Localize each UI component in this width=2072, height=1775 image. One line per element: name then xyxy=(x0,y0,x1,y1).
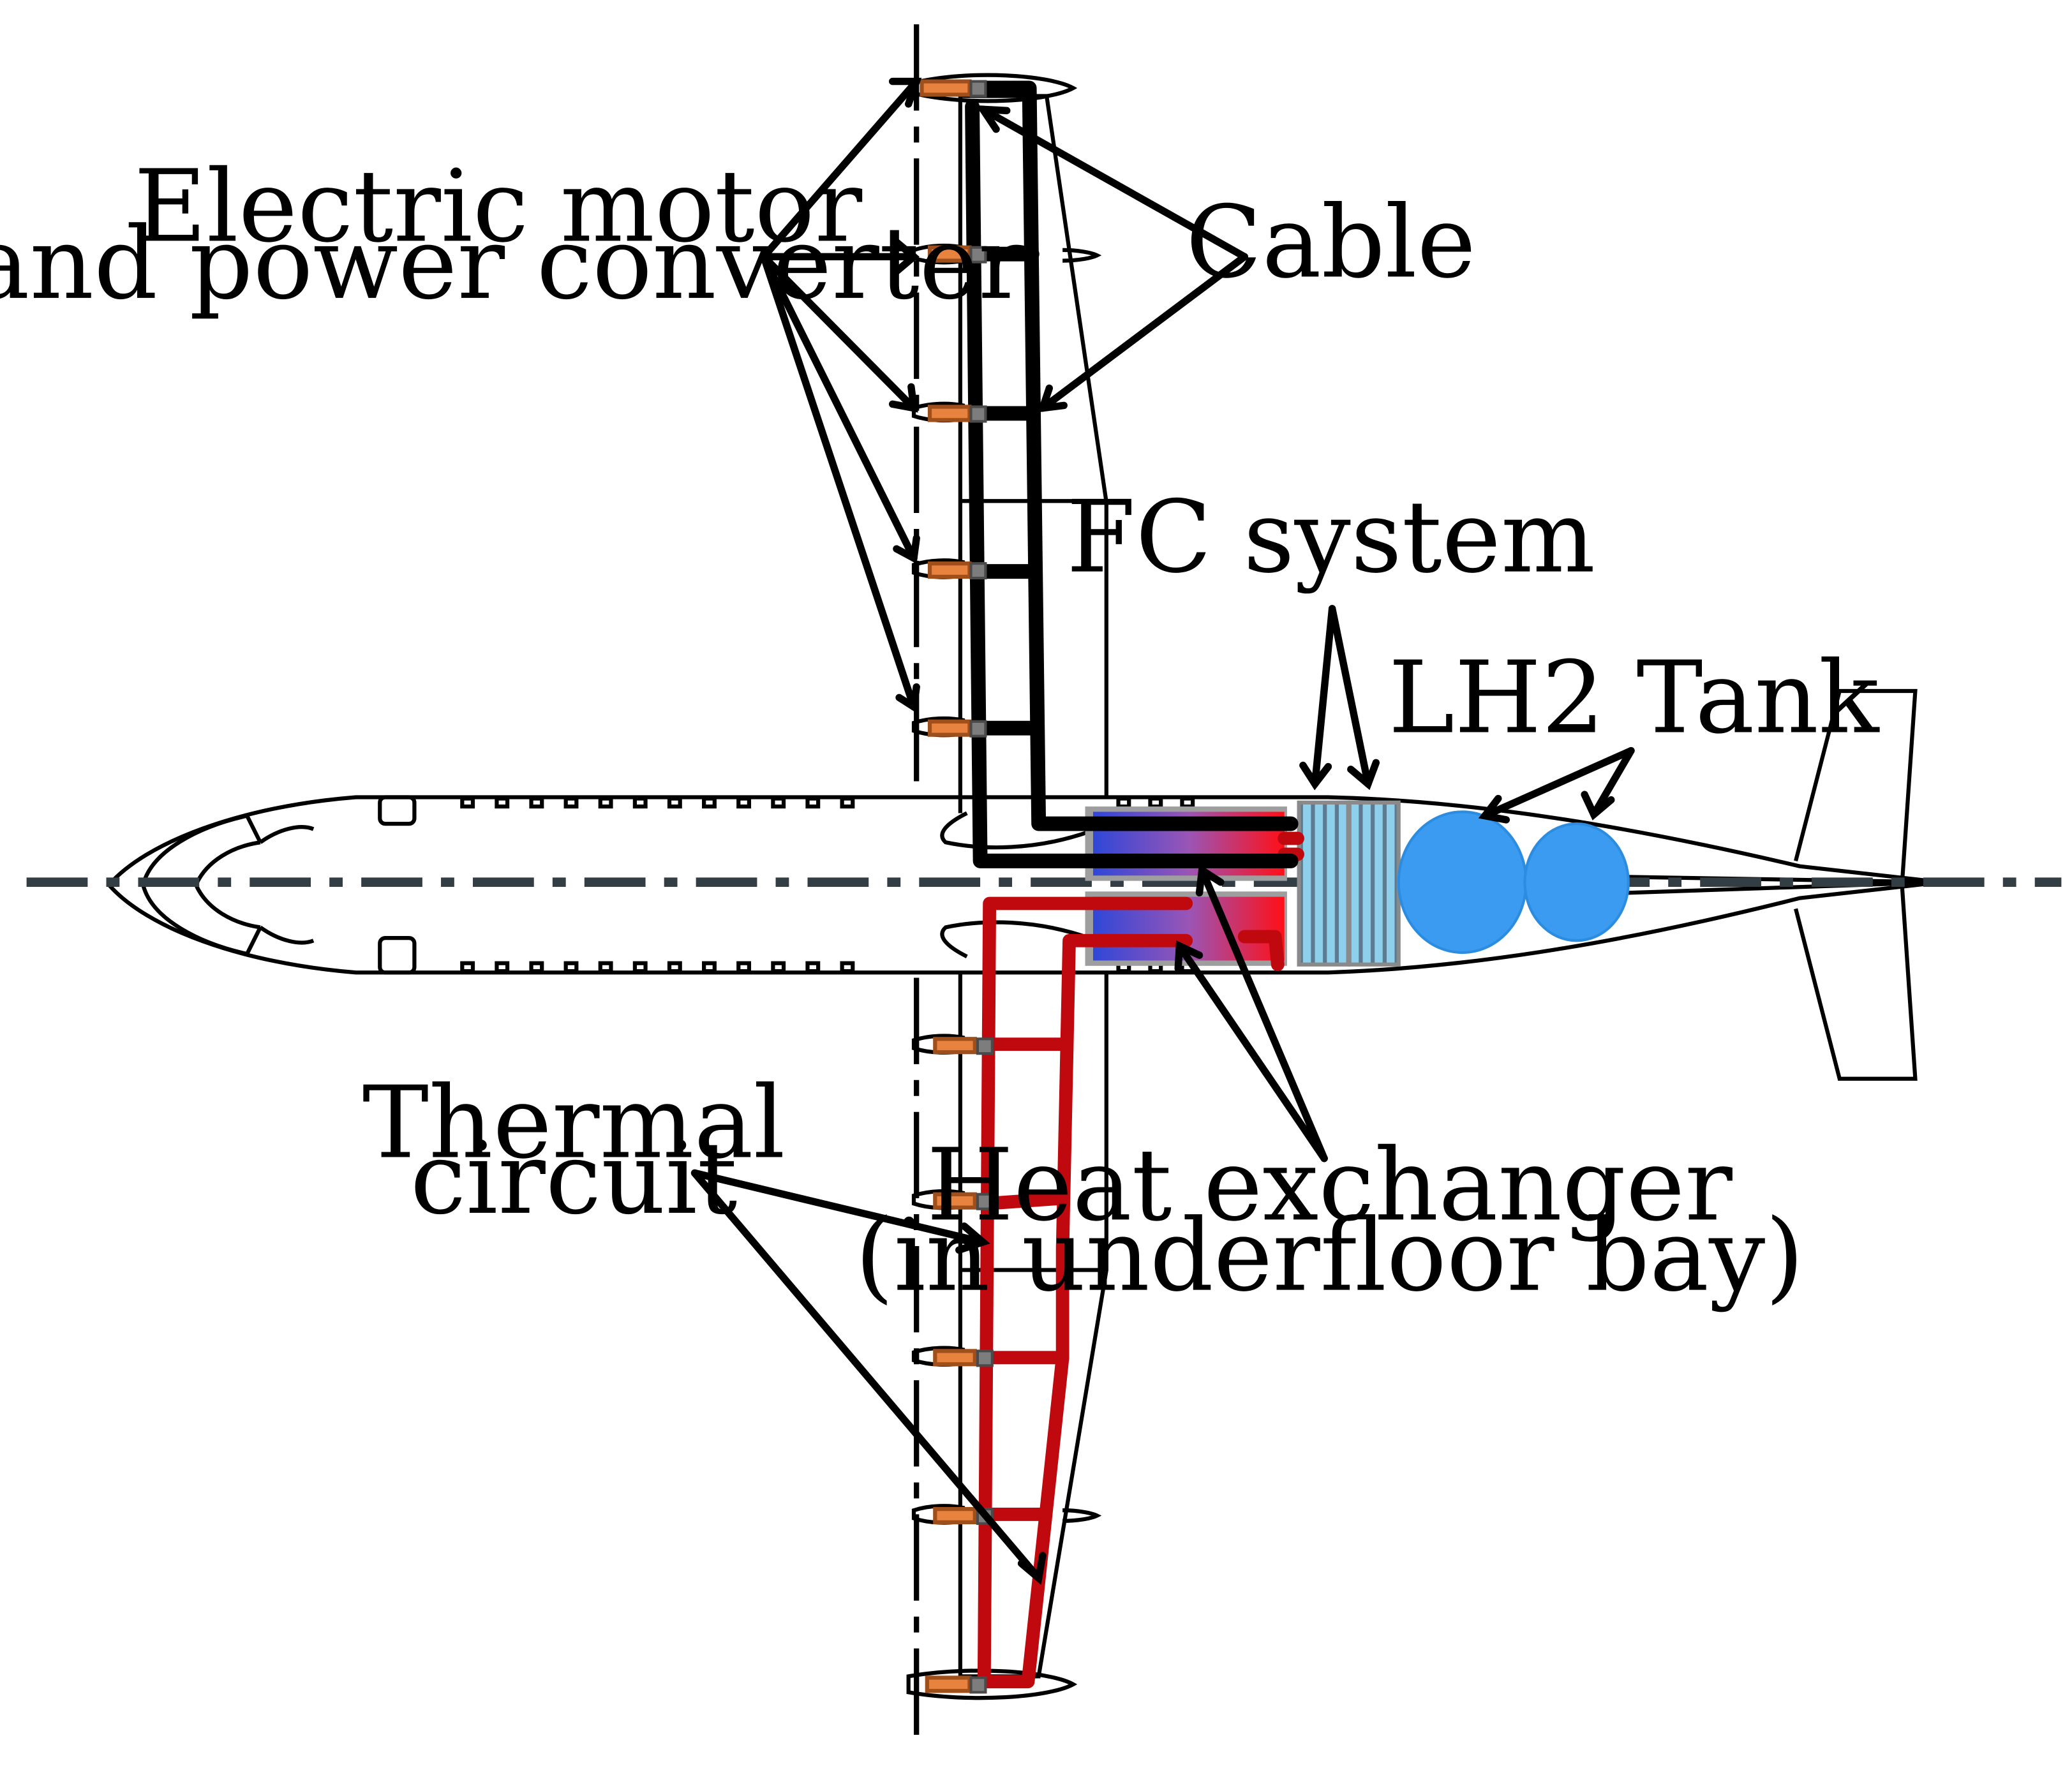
label-power-converter: and power converter xyxy=(0,205,1026,322)
label-underfloor-bay: (in underfloor bay) xyxy=(855,1198,1804,1314)
cabin-windows-right xyxy=(460,961,1195,974)
power-converter-icon xyxy=(969,80,994,1694)
annotation-arrows xyxy=(690,77,1635,1586)
cabin-windows-left xyxy=(460,796,1195,809)
lh2-tank-icon xyxy=(1397,810,1630,954)
label-thermal: Thermal xyxy=(362,1065,786,1181)
label-lh2-tank: LH2 Tank xyxy=(1389,639,1880,755)
door-front-left xyxy=(378,795,417,826)
cable-harness xyxy=(965,80,1299,868)
fuel-cell-stack-icon xyxy=(1297,800,1401,967)
door-front-right xyxy=(378,935,417,975)
fuselage xyxy=(106,795,1942,975)
label-circuit: circuit xyxy=(410,1120,738,1237)
thermal-circuit xyxy=(976,831,1304,1689)
label-heat-exchanger: Heat exchanger xyxy=(927,1127,1733,1243)
label-electric-motor: Electric motor xyxy=(134,148,863,264)
motor-icon xyxy=(920,79,977,1693)
labels: Electric motor and power converter Cable… xyxy=(0,148,1880,1313)
label-cable: Cable xyxy=(1186,184,1476,301)
cockpit xyxy=(141,813,315,956)
label-fc-system: FC system xyxy=(1066,479,1595,595)
